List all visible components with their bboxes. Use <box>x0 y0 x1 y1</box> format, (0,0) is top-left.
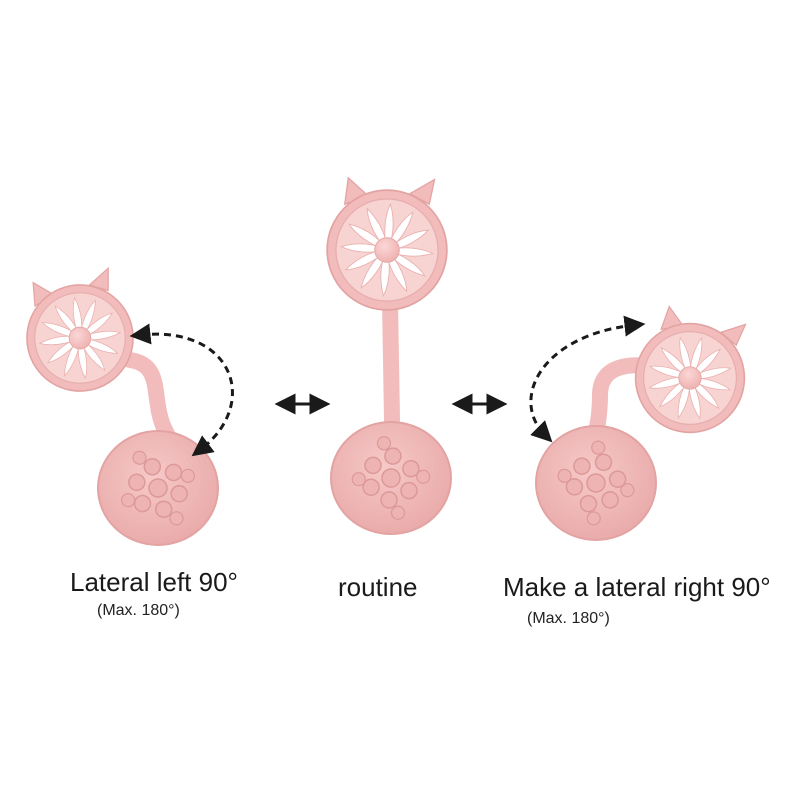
caption-lateral-left: Lateral left 90° <box>70 567 238 597</box>
caption-lateral-right: Make a lateral right 90° <box>503 572 771 602</box>
center-fan-figure <box>327 178 452 535</box>
left-fan-figure <box>15 264 219 546</box>
right-fan-figure <box>535 303 757 541</box>
caption-lateral-left-note: (Max. 180°) <box>97 602 180 619</box>
curved-rotation-arrow-icon <box>529 315 646 443</box>
caption-lateral-right-note: (Max. 180°) <box>527 610 610 627</box>
curved-rotation-arrow-icon <box>129 323 234 457</box>
caption-routine: routine <box>338 572 418 602</box>
